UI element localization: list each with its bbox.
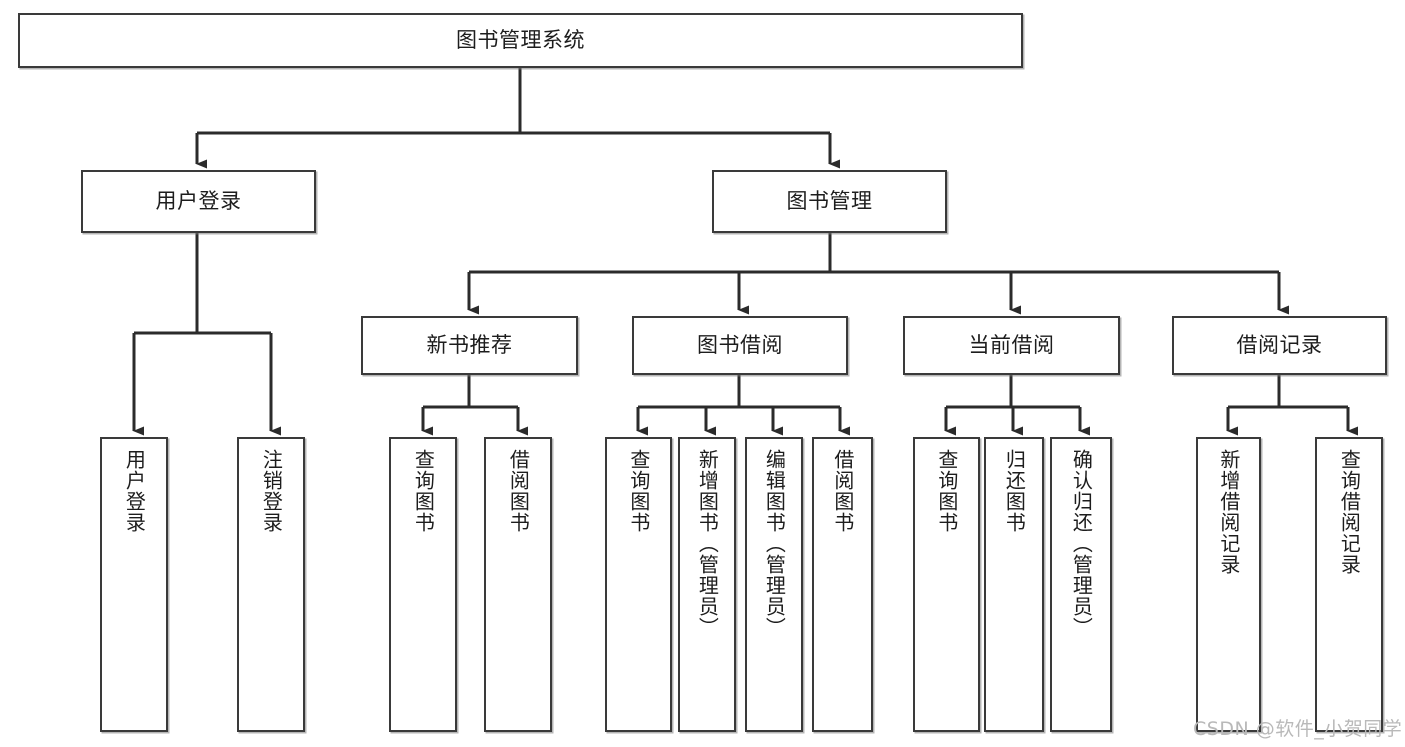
node-leaf-edit-book-label: 编辑图书（管理员）	[762, 449, 787, 638]
node-leaf-add-book[interactable]: 新增图书（管理员）	[678, 437, 736, 732]
node-leaf-borrow-book-2-label: 借阅图书	[830, 449, 855, 533]
connector-group-root	[195, 68, 840, 169]
node-new-book-recommend-label: 新书推荐	[426, 333, 513, 358]
node-current-borrow[interactable]: 当前借阅	[903, 316, 1120, 375]
node-leaf-user-login[interactable]: 用户登录	[100, 437, 168, 732]
node-book-manage[interactable]: 图书管理	[712, 170, 947, 233]
node-borrow-record-label: 借阅记录	[1236, 333, 1323, 358]
connector-group-new-book-recommend	[421, 375, 528, 436]
connector-group-user-login	[132, 233, 281, 436]
node-current-borrow-label: 当前借阅	[968, 333, 1055, 358]
node-book-borrow-label: 图书借阅	[697, 333, 783, 358]
node-user-login[interactable]: 用户登录	[81, 170, 316, 233]
node-leaf-confirm-return-label: 确认归还（管理员）	[1069, 449, 1094, 638]
node-leaf-return-book[interactable]: 归还图书	[984, 437, 1044, 732]
node-leaf-confirm-return[interactable]: 确认归还（管理员）	[1050, 437, 1112, 732]
node-leaf-borrow-book-1-label: 借阅图书	[506, 449, 531, 533]
connector-group-borrow-record	[1226, 375, 1358, 436]
node-leaf-borrow-book-2[interactable]: 借阅图书	[812, 437, 873, 732]
node-borrow-record[interactable]: 借阅记录	[1172, 316, 1387, 375]
node-leaf-logout-login-label: 注销登录	[259, 449, 284, 533]
node-leaf-edit-book[interactable]: 编辑图书（管理员）	[745, 437, 803, 732]
node-leaf-add-borrow-record[interactable]: 新增借阅记录	[1196, 437, 1261, 732]
node-new-book-recommend[interactable]: 新书推荐	[361, 316, 578, 375]
connector-group-book-manage	[467, 233, 1289, 315]
connector-group-book-borrow	[636, 375, 850, 436]
node-book-manage-label: 图书管理	[786, 189, 873, 214]
node-leaf-return-book-label: 归还图书	[1002, 449, 1027, 533]
node-book-borrow[interactable]: 图书借阅	[632, 316, 848, 375]
csdn-watermark: CSDN @软件_小贺同学	[1193, 718, 1403, 740]
node-leaf-logout-login[interactable]: 注销登录	[237, 437, 305, 732]
node-root-label: 图书管理系统	[456, 28, 585, 53]
node-leaf-query-book-3-label: 查询图书	[934, 449, 959, 533]
node-leaf-query-book-2-label: 查询图书	[626, 449, 651, 533]
node-leaf-query-book-3[interactable]: 查询图书	[913, 437, 980, 732]
node-root[interactable]: 图书管理系统	[18, 13, 1023, 68]
node-leaf-query-book-1[interactable]: 查询图书	[389, 437, 457, 732]
node-leaf-query-borrow-record-label: 查询借阅记录	[1337, 449, 1362, 575]
node-leaf-add-book-label: 新增图书（管理员）	[695, 449, 720, 638]
node-leaf-user-login-label: 用户登录	[122, 449, 147, 533]
node-leaf-borrow-book-1[interactable]: 借阅图书	[484, 437, 552, 732]
connector-group-current-borrow	[944, 375, 1090, 436]
node-leaf-query-borrow-record[interactable]: 查询借阅记录	[1315, 437, 1383, 732]
node-leaf-query-book-2[interactable]: 查询图书	[605, 437, 672, 732]
node-leaf-query-book-1-label: 查询图书	[411, 449, 436, 533]
node-user-login-label: 用户登录	[155, 189, 242, 214]
node-leaf-add-borrow-record-label: 新增借阅记录	[1216, 449, 1241, 575]
